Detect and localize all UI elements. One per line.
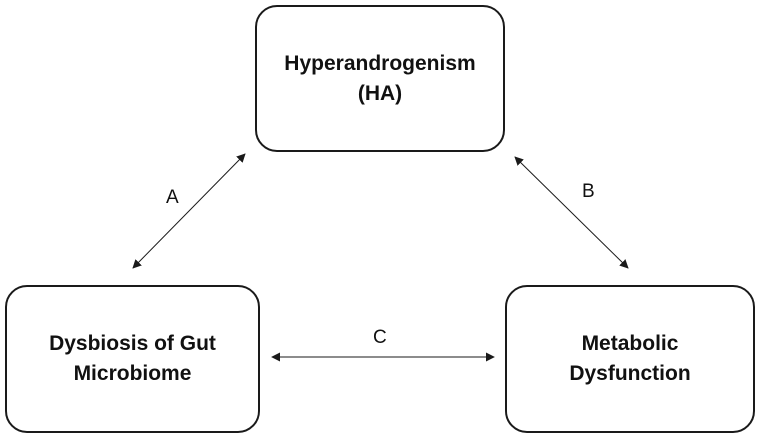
node-gut-dysbiosis: Dysbiosis of Gut Microbiome (5, 285, 260, 433)
edge-label-c: C (373, 327, 387, 348)
node-metabolic-dysfunction-line1: Metabolic (581, 332, 679, 355)
node-gut-dysbiosis-text: Dysbiosis of Gut Microbiome (49, 329, 216, 389)
node-hyperandrogenism-text: Hyperandrogenism (HA) (284, 49, 475, 109)
node-hyperandrogenism-line2: (HA) (357, 81, 403, 105)
node-metabolic-dysfunction-line2: Dysfunction (569, 362, 691, 385)
edge-label-a: A (166, 187, 179, 208)
edge-label-b: B (582, 181, 595, 202)
node-metabolic-dysfunction-text: Metabolic Dysfunction (569, 329, 690, 389)
node-gut-dysbiosis-line1: Dysbiosis of Gut (49, 332, 216, 355)
node-hyperandrogenism: Hyperandrogenism (HA) (255, 5, 505, 152)
node-metabolic-dysfunction: Metabolic Dysfunction (505, 285, 755, 433)
node-hyperandrogenism-line1: Hyperandrogenism (284, 51, 476, 75)
arrow-a (132, 153, 246, 269)
arrow-b (514, 156, 629, 269)
node-gut-dysbiosis-line2: Microbiome (73, 362, 192, 385)
